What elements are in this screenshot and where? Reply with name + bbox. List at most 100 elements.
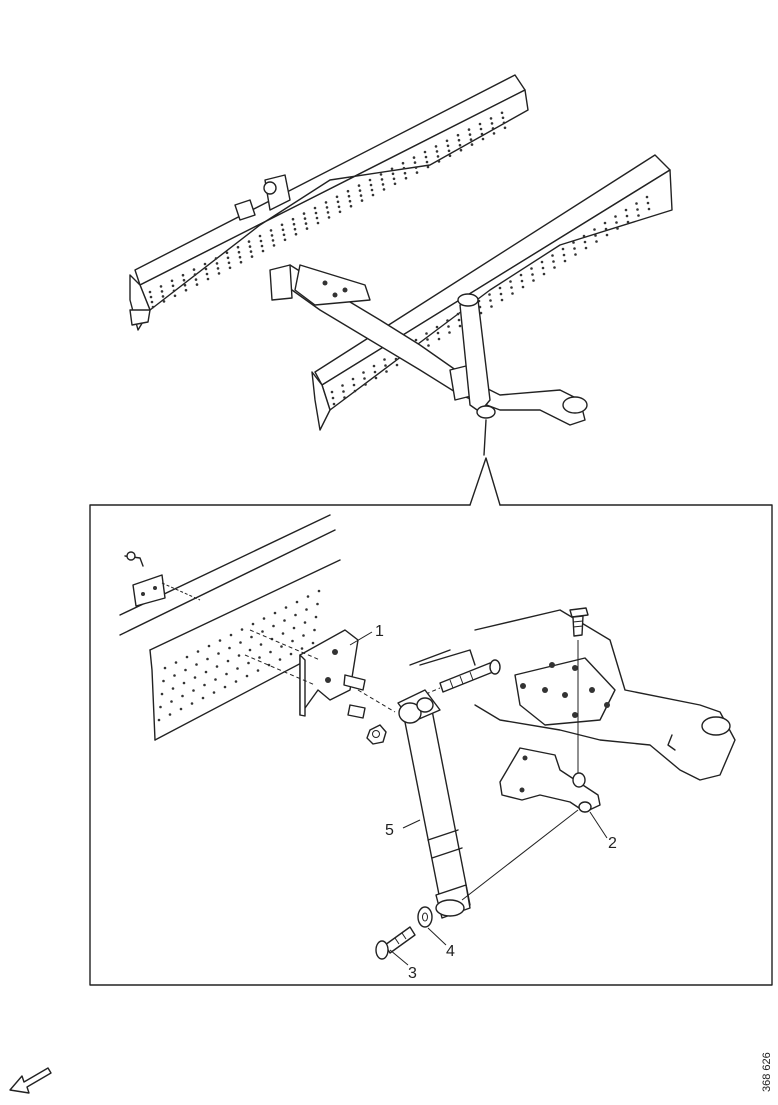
perforation-hole bbox=[303, 621, 307, 624]
perforation-hole bbox=[435, 150, 439, 153]
perforation-hole bbox=[217, 272, 221, 275]
perforation-hole bbox=[426, 165, 430, 169]
perforation-hole bbox=[502, 121, 506, 125]
perforation-hole bbox=[193, 676, 197, 679]
upper-nut bbox=[366, 724, 387, 745]
perforation-hole bbox=[359, 194, 363, 197]
chassis-overview bbox=[129, 74, 673, 506]
perforation-hole bbox=[293, 227, 297, 231]
direction-arrow-icon bbox=[9, 1067, 52, 1094]
perforation-hole bbox=[182, 278, 186, 282]
perforation-hole bbox=[435, 325, 439, 329]
perforation-hole bbox=[162, 679, 165, 683]
shock-absorber bbox=[397, 689, 471, 919]
perforation-hole bbox=[532, 279, 535, 282]
perforation-hole bbox=[245, 674, 249, 678]
perforation-hole bbox=[247, 661, 250, 665]
perforation-hole bbox=[192, 268, 196, 271]
perforation-hole bbox=[315, 216, 319, 220]
perforation-hole bbox=[163, 666, 167, 670]
perforation-hole bbox=[228, 646, 231, 650]
perforation-hole bbox=[415, 171, 419, 174]
perforation-hole bbox=[540, 260, 544, 264]
shock-absorber-overview bbox=[457, 293, 496, 419]
perforation-hole bbox=[316, 221, 320, 225]
perforation-hole bbox=[615, 221, 618, 224]
perforation-hole bbox=[240, 628, 244, 631]
perforation-hole bbox=[272, 624, 275, 628]
perforation-hole bbox=[478, 122, 482, 126]
perforation-hole bbox=[160, 290, 164, 293]
perforation-hole bbox=[170, 279, 174, 283]
frame-bracket bbox=[244, 629, 396, 719]
perforation-hole bbox=[190, 702, 194, 705]
perforation-hole bbox=[563, 259, 567, 263]
perforation-hole bbox=[173, 674, 176, 677]
perforation-hole bbox=[160, 692, 164, 696]
perforation-hole bbox=[185, 655, 189, 659]
perforation-hole bbox=[151, 305, 155, 309]
perforation-hole bbox=[437, 160, 441, 163]
perforation-hole bbox=[168, 713, 172, 716]
perforation-hole bbox=[500, 298, 504, 302]
perforation-hole bbox=[490, 305, 493, 308]
perforation-hole bbox=[256, 669, 260, 672]
perforation-hole bbox=[446, 144, 450, 148]
perforation-hole bbox=[162, 300, 166, 303]
perforation-hole bbox=[412, 156, 416, 159]
perforation-hole bbox=[456, 312, 460, 316]
perforation-hole bbox=[281, 632, 285, 635]
perforation-hole bbox=[414, 166, 418, 169]
perforation-hole bbox=[292, 222, 296, 226]
perforation-hole bbox=[195, 663, 198, 666]
perforation-hole bbox=[317, 589, 321, 593]
perforation-hole bbox=[289, 652, 293, 656]
perforation-hole bbox=[457, 318, 461, 322]
perforation-hole bbox=[302, 212, 306, 215]
perforation-hole bbox=[259, 643, 263, 646]
perforation-hole bbox=[218, 639, 222, 642]
perforation-hole bbox=[201, 696, 205, 700]
perforation-hole bbox=[426, 338, 429, 341]
perforation-hole bbox=[490, 122, 494, 125]
perforation-hole bbox=[530, 267, 533, 270]
perforation-hole bbox=[542, 272, 546, 276]
perforation-hole bbox=[273, 611, 277, 615]
perforation-hole bbox=[149, 295, 153, 299]
perforation-hole bbox=[150, 300, 154, 304]
callout-1: 1 bbox=[375, 623, 384, 640]
perforation-hole bbox=[347, 194, 351, 198]
perforation-hole bbox=[456, 133, 460, 137]
perforation-hole bbox=[170, 700, 173, 703]
perforation-hole bbox=[572, 241, 575, 244]
perforation-hole bbox=[351, 377, 355, 381]
perforation-hole bbox=[184, 668, 187, 672]
perforation-hole bbox=[226, 256, 230, 260]
perforation-hole bbox=[582, 234, 586, 238]
perforation-hole bbox=[624, 208, 628, 212]
perforation-hole bbox=[148, 290, 152, 294]
perforation-hole bbox=[380, 178, 384, 181]
perforation-hole bbox=[551, 254, 554, 257]
detail-pointer bbox=[469, 419, 501, 506]
perforation-hole bbox=[261, 630, 264, 633]
perforation-hole bbox=[172, 289, 176, 293]
perforation-hole bbox=[281, 228, 285, 232]
perforation-hole bbox=[395, 363, 399, 367]
perforation-hole bbox=[214, 257, 218, 260]
perforation-hole bbox=[390, 167, 394, 171]
perforation-hole bbox=[280, 645, 283, 648]
perforation-hole bbox=[258, 234, 262, 238]
perforation-hole bbox=[467, 128, 471, 131]
perforation-hole bbox=[215, 665, 219, 668]
perforation-hole bbox=[480, 132, 484, 136]
perforation-hole bbox=[403, 171, 407, 175]
perforation-hole bbox=[205, 272, 209, 276]
lower-bracket bbox=[461, 747, 601, 901]
perforation-hole bbox=[342, 390, 345, 393]
perforation-hole bbox=[229, 633, 233, 637]
perforation-hole bbox=[228, 266, 232, 270]
perforation-hole bbox=[184, 288, 188, 292]
perforation-hole bbox=[183, 283, 187, 287]
perforation-hole bbox=[313, 206, 317, 210]
